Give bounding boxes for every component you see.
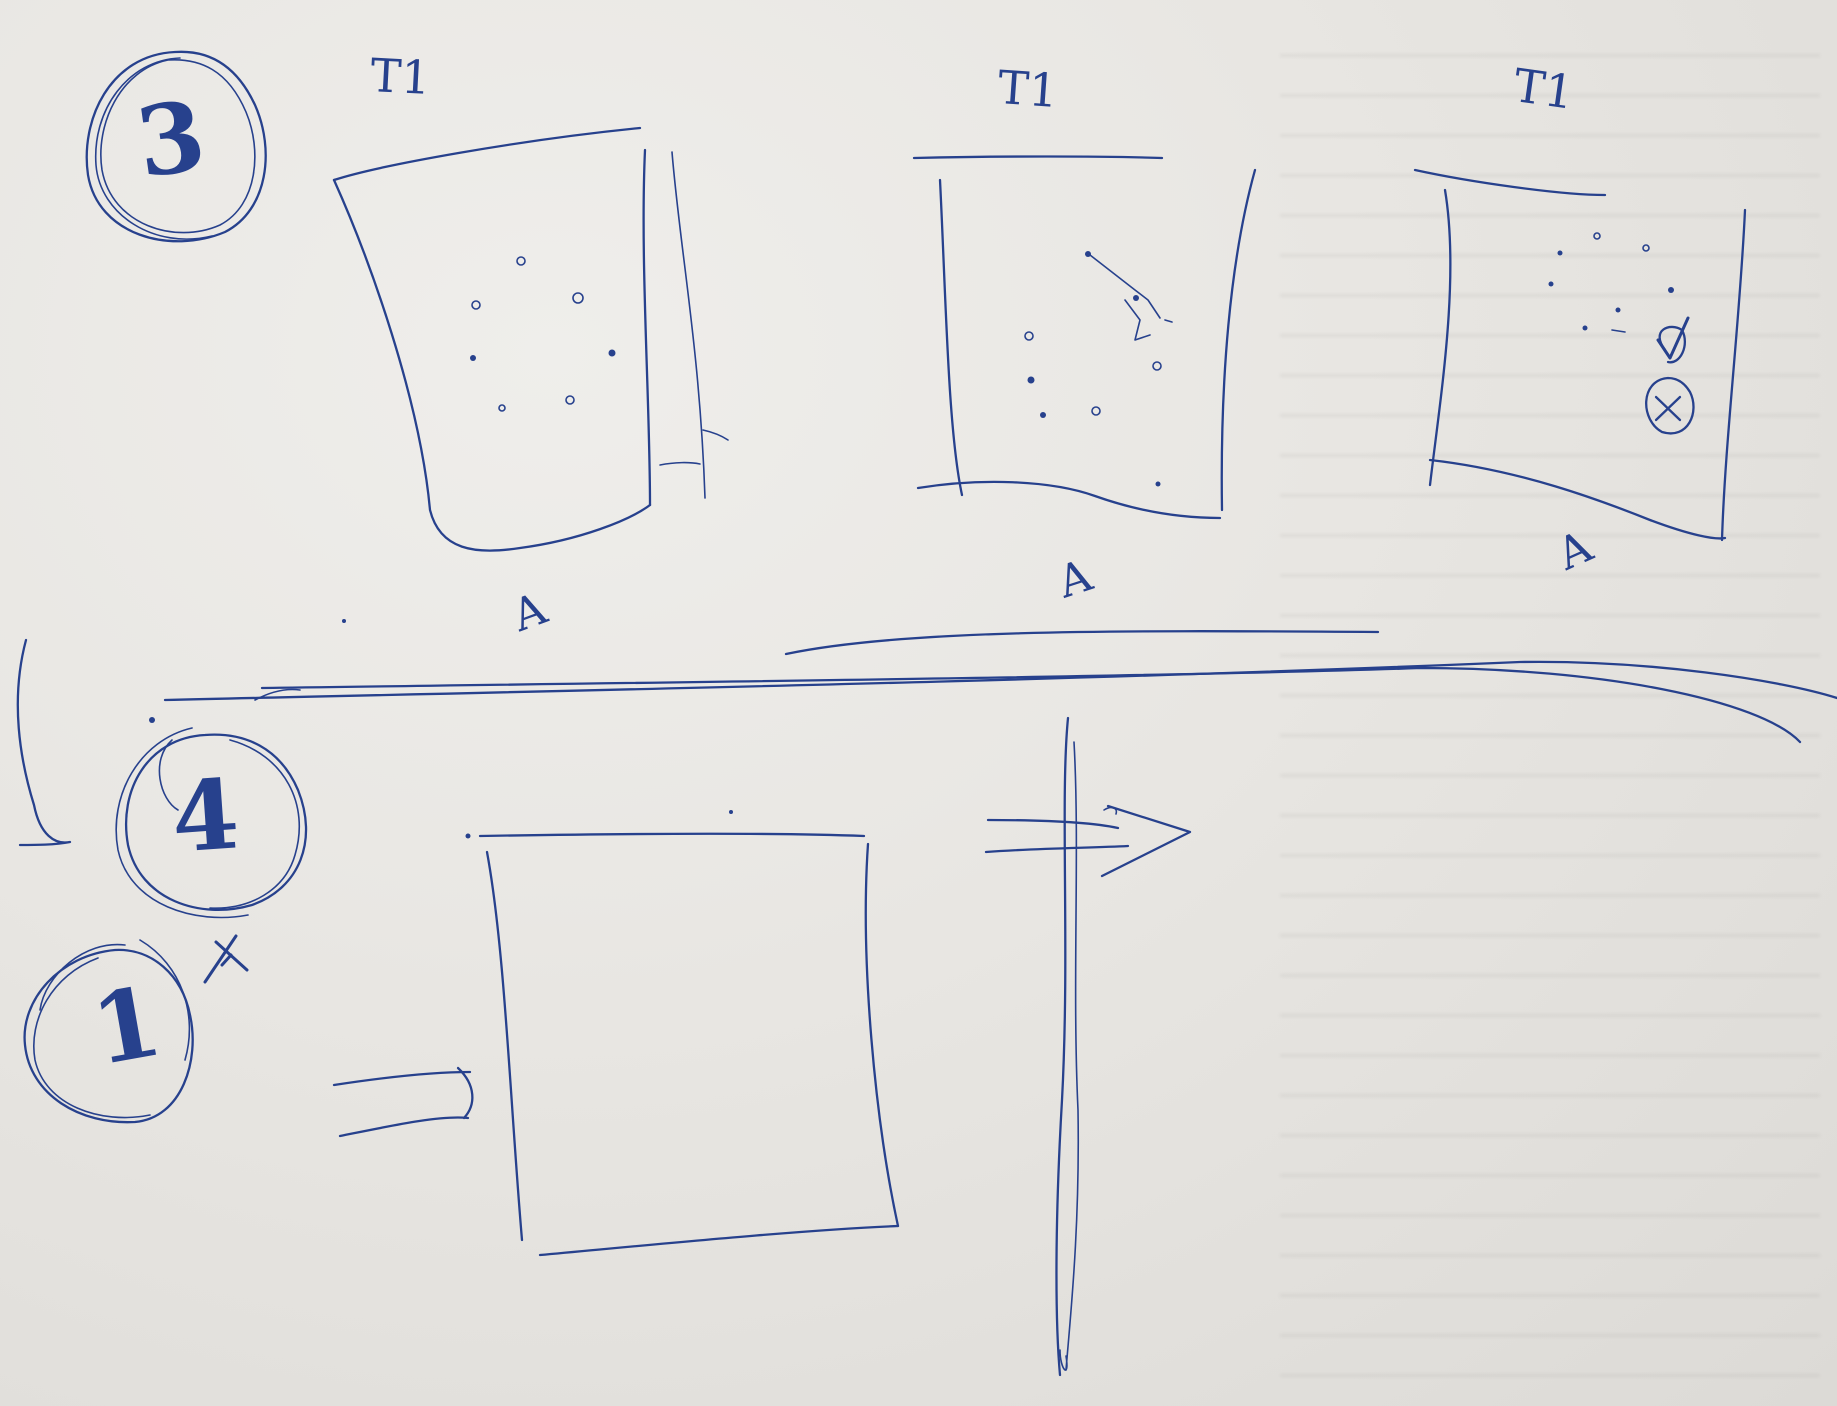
show-through-text xyxy=(1280,40,1820,1380)
bottom-frame xyxy=(465,832,900,1257)
panel-2-title: T1 xyxy=(996,60,1060,119)
panel-3-check-marks xyxy=(1645,316,1695,435)
stray-ink-dot xyxy=(342,619,346,623)
panel-3-title: T1 xyxy=(1510,58,1578,120)
panel-2-stylus-path xyxy=(1085,251,1173,341)
flow-arrow-bracket xyxy=(16,638,72,847)
panel-2-frame xyxy=(912,155,1257,520)
step-1-circle xyxy=(23,939,194,1124)
panel-2-target-dots xyxy=(1024,331,1162,487)
stray-ink-dot xyxy=(149,717,155,723)
output-arrow xyxy=(984,804,1192,878)
panel-1-target-dots xyxy=(470,256,616,412)
input-double-arrow xyxy=(332,1066,474,1138)
step-1-x-mark xyxy=(203,934,249,984)
step-4-circle xyxy=(115,727,308,919)
vertical-divider xyxy=(1055,716,1080,1377)
panel-1-title: T1 xyxy=(369,48,432,106)
stray-ink-dot xyxy=(729,810,733,814)
panel-3-frame xyxy=(1413,168,1747,542)
caption-underline xyxy=(784,630,1380,656)
step-number-4: 4 xyxy=(168,757,243,875)
panel-1-frame xyxy=(332,126,729,552)
panel-3-target-dots xyxy=(1548,232,1674,333)
step-3-circle xyxy=(85,50,267,243)
section-divider xyxy=(163,660,1837,744)
